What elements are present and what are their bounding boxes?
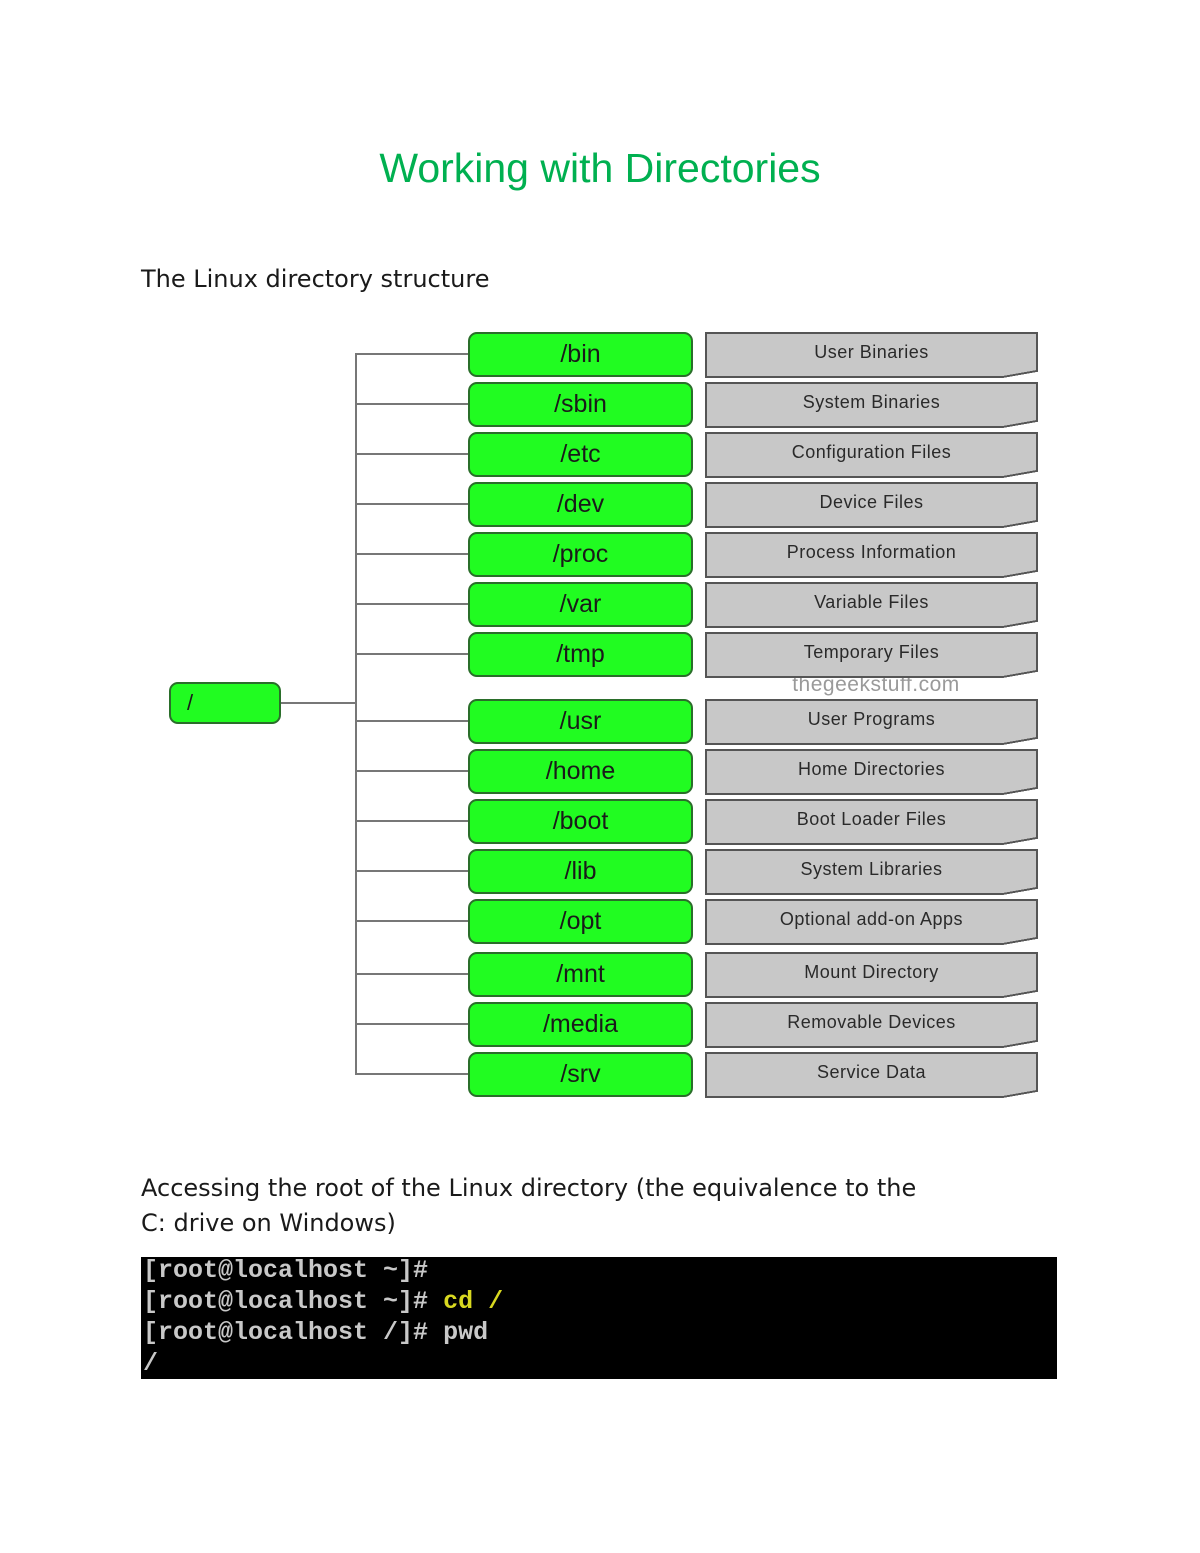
branch-line (355, 353, 469, 355)
description-box-dev: Device Files (705, 482, 1038, 528)
description-box-sbin: System Binaries (705, 382, 1038, 428)
directory-box-proc: /proc (468, 532, 693, 577)
branch-line (355, 653, 469, 655)
description-box-bin: User Binaries (705, 332, 1038, 378)
branch-line (355, 820, 469, 822)
root-directory-box: / (169, 682, 281, 724)
terminal-command: cd / (443, 1287, 504, 1316)
terminal-line: [root@localhost ~]# cd / (143, 1287, 504, 1316)
branch-line (355, 403, 469, 405)
directory-box-opt: /opt (468, 899, 693, 944)
section-text-root-access-line1: Accessing the root of the Linux director… (141, 1174, 917, 1202)
branch-line (355, 1073, 469, 1075)
tree-trunk-line (355, 353, 357, 1075)
terminal-line: [root@localhost /]# pwd (143, 1318, 489, 1347)
branch-line (355, 770, 469, 772)
description-box-usr: User Programs (705, 699, 1038, 745)
directory-box-media: /media (468, 1002, 693, 1047)
directory-box-bin: /bin (468, 332, 693, 377)
branch-line (355, 503, 469, 505)
description-box-tmp: Temporary Files (705, 632, 1038, 678)
branch-line (355, 1023, 469, 1025)
directory-box-boot: /boot (468, 799, 693, 844)
description-box-mnt: Mount Directory (705, 952, 1038, 998)
watermark: thegeekstuff.com (792, 673, 960, 696)
branch-line (355, 870, 469, 872)
branch-line (355, 553, 469, 555)
directory-box-usr: /usr (468, 699, 693, 744)
root-connector-line (281, 702, 357, 704)
directory-box-home: /home (468, 749, 693, 794)
terminal-line: [root@localhost ~]# (143, 1256, 429, 1285)
document-title: Working with Directories (379, 145, 821, 191)
directory-box-tmp: /tmp (468, 632, 693, 677)
description-box-media: Removable Devices (705, 1002, 1038, 1048)
directory-box-etc: /etc (468, 432, 693, 477)
description-box-etc: Configuration Files (705, 432, 1038, 478)
terminal-output: / (143, 1349, 159, 1378)
description-box-var: Variable Files (705, 582, 1038, 628)
description-box-lib: System Libraries (705, 849, 1038, 895)
branch-line (355, 603, 469, 605)
directory-box-mnt: /mnt (468, 952, 693, 997)
description-box-boot: Boot Loader Files (705, 799, 1038, 845)
terminal-screenshot: [root@localhost ~]# [root@localhost ~]# … (141, 1256, 1057, 1379)
branch-line (355, 720, 469, 722)
linux-directory-diagram: / thegeekstuff.com /bin User Binaries/sbi… (141, 315, 1041, 1105)
description-box-proc: Process Information (705, 532, 1038, 578)
terminal-command: pwd (443, 1318, 489, 1347)
description-box-home: Home Directories (705, 749, 1038, 795)
description-box-opt: Optional add-on Apps (705, 899, 1038, 945)
section-text-root-access-line2: C: drive on Windows) (141, 1209, 396, 1237)
directory-box-lib: /lib (468, 849, 693, 894)
branch-line (355, 973, 469, 975)
directory-box-srv: /srv (468, 1052, 693, 1097)
directory-box-var: /var (468, 582, 693, 627)
directory-box-dev: /dev (468, 482, 693, 527)
directory-box-sbin: /sbin (468, 382, 693, 427)
branch-line (355, 453, 469, 455)
description-box-srv: Service Data (705, 1052, 1038, 1098)
branch-line (355, 920, 469, 922)
section-heading-directory-structure: The Linux directory structure (141, 265, 490, 293)
